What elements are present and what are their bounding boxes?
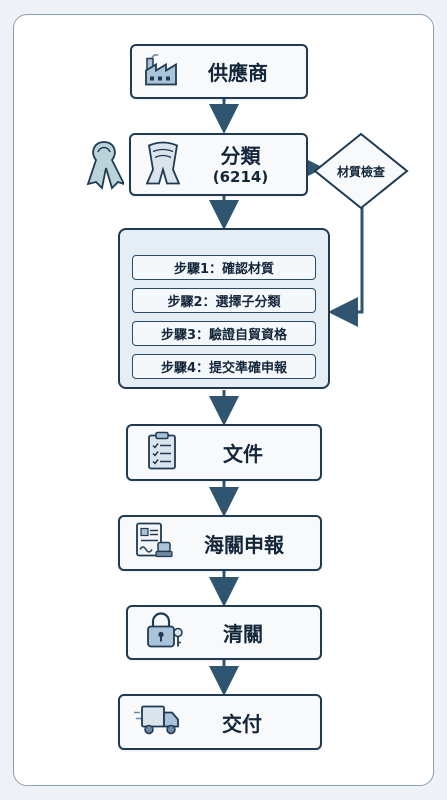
- clearance-node: 清關: [126, 605, 322, 660]
- step-3: 步驟3：驗證自貿資格: [132, 321, 316, 346]
- step-4: 步驟4：提交準確申報: [132, 354, 316, 379]
- step-2: 步驟2：選擇子分類: [132, 288, 316, 313]
- delivery-truck-icon: [134, 703, 180, 742]
- customs-declaration-label: 海關申報: [204, 532, 284, 557]
- ribbon-icon: [84, 138, 126, 190]
- customs-declaration-node: 海關申報: [118, 515, 322, 571]
- material-check-label: 材質檢查: [336, 164, 385, 179]
- factory-icon: [144, 52, 184, 91]
- classification-label: 分類: [220, 143, 261, 168]
- classification-code: (6214): [212, 167, 269, 186]
- supplier-label: 供應商: [208, 61, 268, 85]
- document-label: 文件: [223, 442, 263, 466]
- padlock-key-icon: [144, 610, 184, 655]
- delivery-label: 交付: [222, 711, 262, 736]
- classification-node: 分類 (6214): [129, 133, 308, 196]
- clearance-label: 清關: [223, 622, 263, 646]
- arrow-material-check-to-step2: [328, 206, 364, 327]
- steps-group: 步驟1：確認材質 步驟2：選擇子分類 步驟3：驗證自貿資格 步驟4：提交準確申報: [118, 228, 330, 389]
- material-check-decision: 材質檢查: [313, 132, 409, 210]
- document-node: 文件: [126, 424, 322, 481]
- delivery-node: 交付: [118, 694, 322, 750]
- supplier-node: 供應商: [130, 44, 308, 99]
- customs-form-icon: [134, 521, 174, 566]
- scarf-icon: [143, 139, 183, 190]
- step-1: 步驟1：確認材質: [132, 255, 316, 280]
- clipboard-icon: [146, 430, 178, 475]
